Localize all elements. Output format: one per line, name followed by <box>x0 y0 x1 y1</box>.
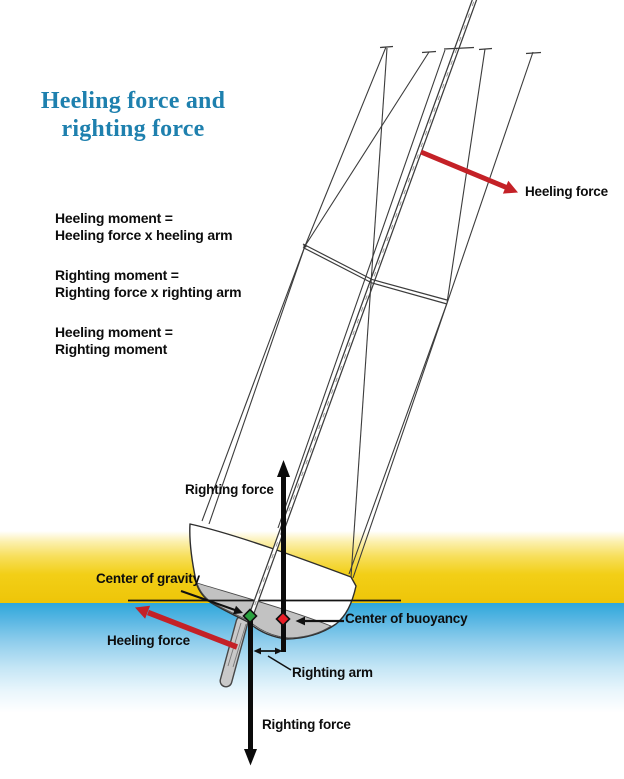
shroud-line <box>352 51 534 579</box>
gravity-marker <box>242 608 258 624</box>
equation-line: Righting force x righting arm <box>55 284 242 300</box>
shroud-line <box>201 245 306 522</box>
shroud-line <box>277 49 446 529</box>
center-of-gravity-pointer <box>180 590 243 615</box>
shroud-line <box>208 245 306 525</box>
equation-righting-moment: Righting moment = Righting force x right… <box>55 267 242 301</box>
shroud-line <box>348 302 448 575</box>
righting-force-down-label: Righting force <box>262 717 351 732</box>
righting-arm-label: Righting arm <box>292 665 373 680</box>
heeling-force-keel-label: Heeling force <box>107 633 190 648</box>
center-of-buoyancy-label: Center of buoyancy <box>345 611 468 626</box>
equation-line: Righting moment <box>55 341 168 357</box>
equation-line: Heeling moment = <box>55 324 173 340</box>
masthead-ticks <box>379 45 542 55</box>
page-title: Heeling force and righting force <box>3 87 263 143</box>
shroud-line <box>304 51 430 247</box>
center-of-gravity-label: Center of gravity <box>96 571 200 586</box>
heeling-force-sail-label: Heeling force <box>525 184 608 199</box>
shroud-line <box>350 47 388 578</box>
righting-force-arrow-down <box>244 617 257 766</box>
mast-core <box>247 0 477 622</box>
spreaders <box>302 243 448 305</box>
righting-arm-callout-line <box>267 655 292 671</box>
page-title-line2: righting force <box>61 116 205 142</box>
shroud-line <box>446 48 486 304</box>
page-title-line1: Heeling force and <box>40 88 226 114</box>
shroud-line <box>304 46 387 247</box>
heeling-force-arrow-sail <box>420 149 518 194</box>
equation-line: Righting moment = <box>55 267 179 283</box>
buoyancy-marker <box>275 611 291 627</box>
equation-line: Heeling moment = <box>55 210 173 226</box>
equation-line: Heeling force x heeling arm <box>55 227 233 243</box>
equation-heeling-moment: Heeling moment = Heeling force x heeling… <box>55 210 233 244</box>
center-of-buoyancy-pointer <box>295 616 344 626</box>
keel <box>219 615 249 688</box>
heeling-force-arrow-keel <box>135 605 238 650</box>
mast-edge <box>250 0 478 622</box>
equation-moment-equality: Heeling moment = Righting moment <box>55 324 173 358</box>
righting-force-up-label: Righting force <box>185 482 274 497</box>
righting-arm-double-arrow <box>253 647 283 655</box>
spreader-tip-joint <box>303 244 307 248</box>
